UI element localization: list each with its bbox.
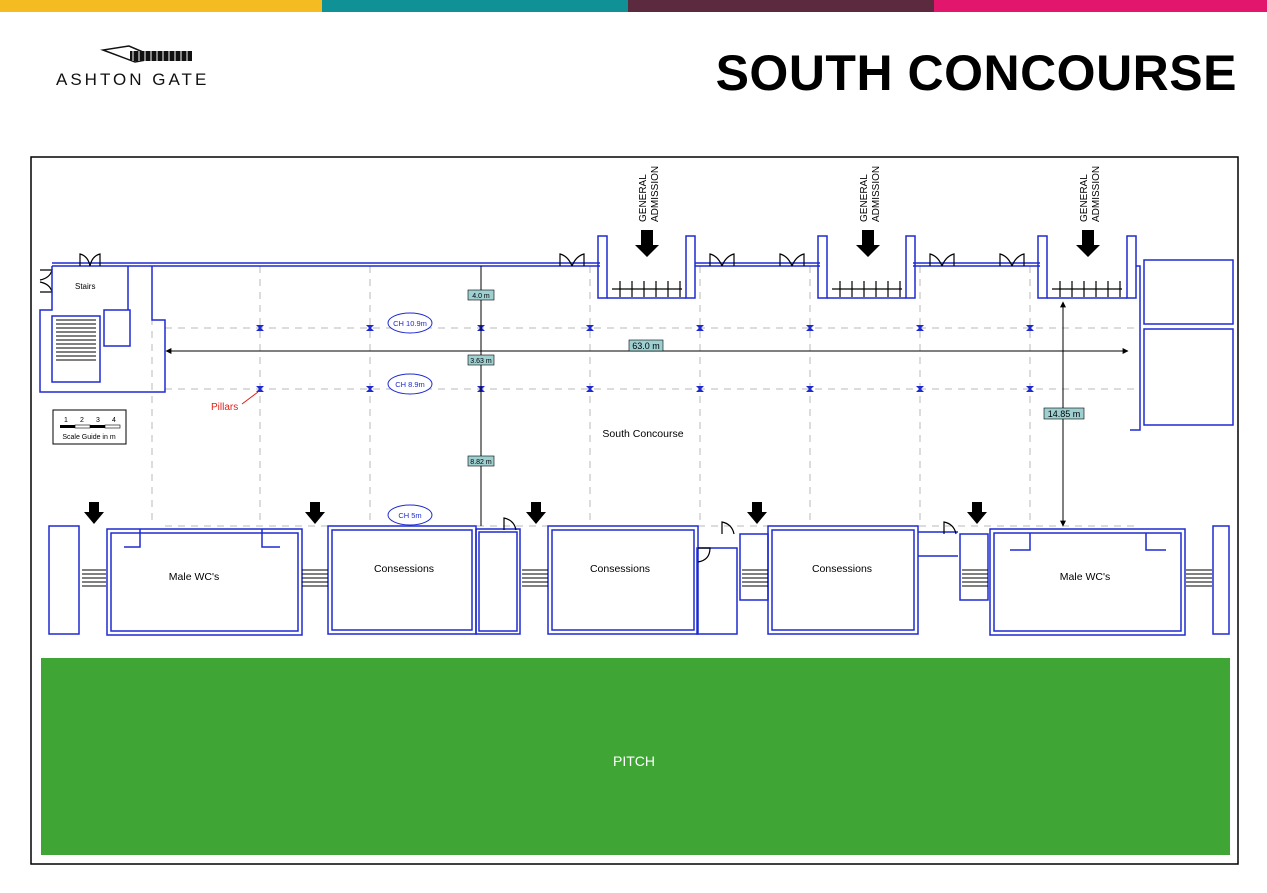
west-stairs xyxy=(39,266,166,393)
scale-tick: 4 xyxy=(112,417,116,424)
scale-tick: 1 xyxy=(64,417,68,424)
scale-tick: 2 xyxy=(80,417,84,424)
room-label: Consessions xyxy=(590,563,650,575)
header-stripe-pink xyxy=(934,0,1267,12)
page-title: SOUTH CONCOURSE xyxy=(715,45,1237,101)
arrow-down-icon xyxy=(967,502,987,524)
entrance-label-line1: GENERAL xyxy=(859,174,870,222)
ceiling-height-label: CH 10.9m xyxy=(393,319,427,328)
header-stripe-plum xyxy=(628,0,934,12)
entrance-label-line2: ADMISSION xyxy=(1091,166,1102,222)
pillars xyxy=(256,325,1034,392)
dimension-label: 14.85 m xyxy=(1048,409,1081,419)
entrance-label-line1: GENERAL xyxy=(638,174,649,222)
entrance-arrows xyxy=(84,230,1100,524)
south-stair-treads xyxy=(82,569,1212,587)
header-stripe-yellow xyxy=(0,0,322,12)
dimension-label: 4.0 m xyxy=(472,293,490,300)
stairs-label: Stairs xyxy=(75,282,95,291)
room-label: Male WC's xyxy=(1060,571,1110,583)
scale-guide xyxy=(52,409,127,445)
east-rooms xyxy=(1130,259,1234,431)
dimension-label: 8.82 m xyxy=(470,459,492,466)
arrow-down-icon xyxy=(635,230,659,257)
area-label: South Concourse xyxy=(602,428,683,440)
ceiling-height-label: CH 5m xyxy=(398,511,421,520)
ceiling-height-label: CH 8.9m xyxy=(395,380,425,389)
pillar-marker xyxy=(256,386,264,392)
single-door-icons xyxy=(503,517,957,563)
ceiling-height-markers xyxy=(387,312,433,526)
arrow-down-icon xyxy=(747,502,767,524)
pillars-label: Pillars xyxy=(211,402,238,413)
pillar-marker xyxy=(586,386,594,392)
arrow-down-icon xyxy=(84,502,104,524)
entrance-label-line2: ADMISSION xyxy=(650,166,661,222)
arrow-down-icon xyxy=(856,230,880,257)
pillar-marker xyxy=(916,325,924,331)
plan-frame xyxy=(30,156,1239,865)
pillar-marker xyxy=(916,386,924,392)
arrow-down-icon xyxy=(1076,230,1100,257)
pitch xyxy=(41,658,1230,855)
arrow-down-icon xyxy=(305,502,325,524)
ashton-gate-logo-icon xyxy=(100,45,192,63)
pillar-marker xyxy=(806,386,814,392)
dimension-label: 3.63 m xyxy=(470,358,492,365)
scale-tick: 3 xyxy=(96,417,100,424)
entrance-label-line2: ADMISSION xyxy=(871,166,882,222)
pillar-marker xyxy=(696,386,704,392)
turnstiles xyxy=(612,281,1122,297)
structural-grid xyxy=(151,266,1140,527)
room-label: Male WC's xyxy=(169,571,219,583)
pillar-marker xyxy=(366,386,374,392)
scale-guide-label: Scale Guide in m xyxy=(62,434,115,441)
logo-text: ASHTON GATE xyxy=(56,70,210,89)
pillar-marker xyxy=(1026,325,1034,331)
pillar-marker xyxy=(366,325,374,331)
pillar-marker xyxy=(256,325,264,331)
dimension-label: 63.0 m xyxy=(632,341,660,351)
double-door-icons xyxy=(39,253,1025,293)
north-wall xyxy=(52,235,1137,299)
header-stripe-teal xyxy=(322,0,628,12)
pillar-marker xyxy=(806,325,814,331)
pillar-marker xyxy=(696,325,704,331)
room-label: Consessions xyxy=(812,563,872,575)
dimension-labels: 4.0 m 3.63 m 63.0 m 8.82 m 14.85 m xyxy=(467,289,1085,467)
pillar-marker xyxy=(1026,386,1034,392)
arrow-down-icon xyxy=(526,502,546,524)
south-rooms xyxy=(48,525,1230,636)
pillar-marker xyxy=(586,325,594,331)
dimension-lines xyxy=(165,266,1129,527)
pillars-leader-line xyxy=(241,391,259,405)
entrance-label-line1: GENERAL xyxy=(1079,174,1090,222)
room-label: Consessions xyxy=(374,563,434,575)
west-stair-treads xyxy=(56,319,96,361)
pitch-label: PITCH xyxy=(613,753,655,769)
